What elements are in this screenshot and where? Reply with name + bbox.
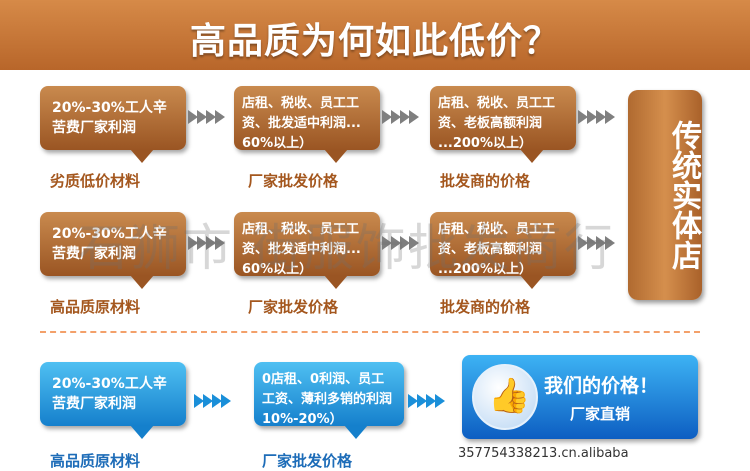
- our-price-subtitle: 厂家直销: [570, 405, 631, 423]
- cost-box-text: 店租、税收、员工工资、老板高额利润 ...200%以上）: [438, 96, 556, 151]
- our-price-title: 我们的价格！: [544, 375, 659, 397]
- label-row1-1: 劣质低价材料: [50, 172, 141, 190]
- cost-box-text: 20%-30%工人辛苦费厂家利润: [52, 100, 167, 136]
- traditional-store-box: 传统实体店: [628, 90, 702, 300]
- cost-box-materials-row1: 20%-30%工人辛苦费厂家利润: [40, 86, 186, 163]
- arrow-row2-1: [188, 235, 225, 251]
- label-row1-2: 厂家批发价格: [248, 172, 339, 190]
- label-row2-3: 批发商的价格: [440, 298, 531, 316]
- cost-box-text: 20%-30%工人辛苦费厂家利润: [52, 376, 167, 412]
- cost-box-text: 店租、税收、员工工资、批发适中利润... 60%以上）: [242, 96, 361, 151]
- cost-box-materials-row3: 20%-30%工人辛苦费厂家利润: [40, 362, 186, 439]
- header-banner: 高品质为何如此低价？: [0, 0, 750, 70]
- footer-contact: 357754338213.cn.alibaba: [458, 446, 629, 461]
- thumbs-up-icon: 👍: [472, 364, 538, 430]
- label-row3-1: 高品质原材料: [50, 452, 141, 470]
- label-row1-3: 批发商的价格: [440, 172, 531, 190]
- cost-box-text: 0店租、0利润、员工 工资、薄利多销的利润10%-20%）: [262, 372, 393, 427]
- page-title: 高品质为何如此低价？: [189, 21, 560, 62]
- arrow-row1-3: [578, 109, 615, 125]
- label-row2-2: 厂家批发价格: [248, 298, 339, 316]
- cost-box-text: 店租、税收、员工工资、批发适中利润... 60%以上）: [242, 222, 361, 277]
- our-price-box: 👍 我们的价格！ 厂家直销: [462, 355, 698, 439]
- arrow-row3-1: [194, 393, 231, 409]
- cost-box-materials-row2: 20%-30%工人辛苦费厂家利润: [40, 212, 186, 289]
- arrow-row2-2: [382, 235, 419, 251]
- arrow-row3-2: [408, 393, 445, 409]
- cost-box-wholesaler-row1: 店租、税收、员工工资、老板高额利润 ...200%以上）: [430, 86, 576, 163]
- arrow-row1-1: [188, 109, 225, 125]
- traditional-store-label: 传统实体店: [666, 120, 701, 270]
- arrow-row2-3: [578, 235, 615, 251]
- cost-box-text: 20%-30%工人辛苦费厂家利润: [52, 226, 167, 262]
- section-divider: [40, 331, 700, 333]
- cost-box-wholesaler-row2: 店租、税收、员工工资、老板高额利润 ...200%以上）: [430, 212, 576, 289]
- label-row3-2: 厂家批发价格: [262, 452, 353, 470]
- cost-box-text: 店租、税收、员工工资、老板高额利润 ...200%以上）: [438, 222, 556, 277]
- arrow-row1-2: [382, 109, 419, 125]
- label-row2-1: 高品质原材料: [50, 298, 141, 316]
- cost-box-factory-row3: 0店租、0利润、员工 工资、薄利多销的利润10%-20%）: [254, 362, 404, 439]
- cost-box-factory-row2: 店租、税收、员工工资、批发适中利润... 60%以上）: [234, 212, 380, 289]
- cost-box-factory-row1: 店租、税收、员工工资、批发适中利润... 60%以上）: [234, 86, 380, 163]
